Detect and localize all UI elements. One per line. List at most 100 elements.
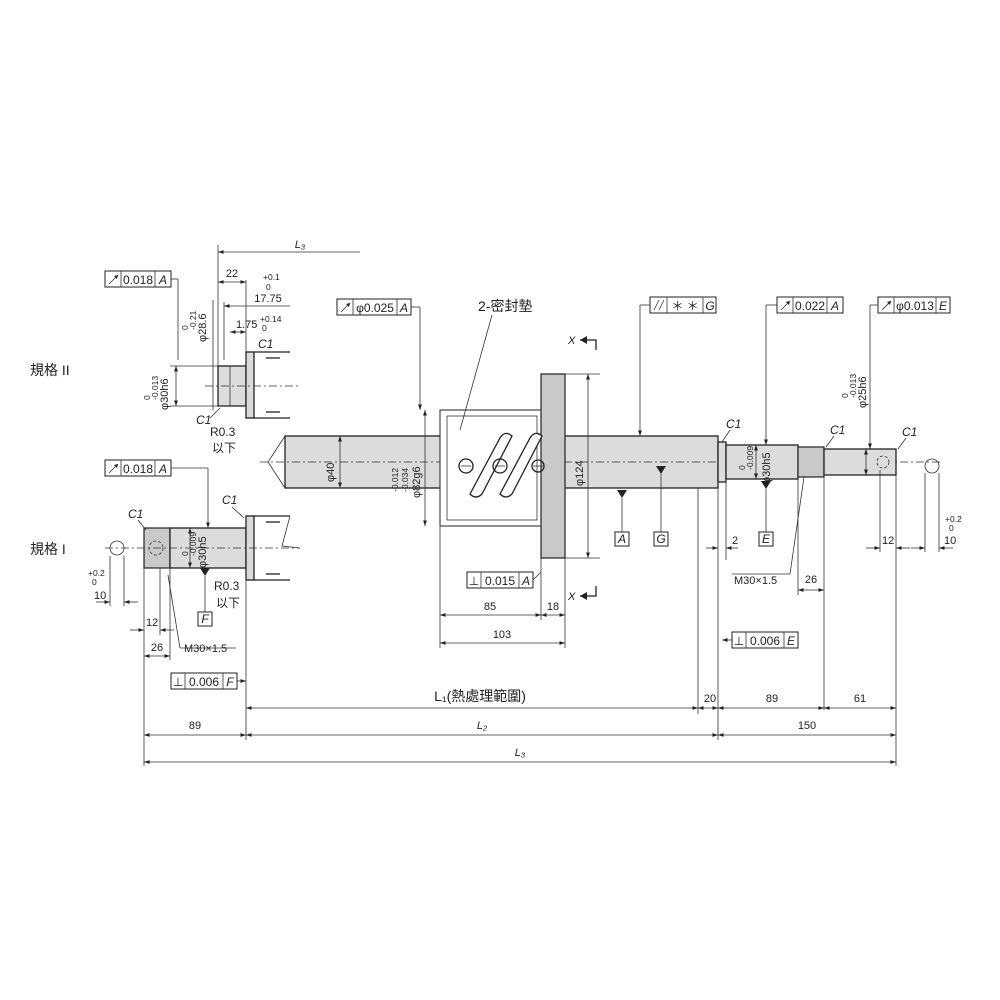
dim-17-tol-up: +0.1 <box>263 272 280 282</box>
seal-label: 2-密封墊 <box>478 298 532 314</box>
svg-text:⊥: ⊥ <box>173 675 183 689</box>
r03-spec1: R0.3 <box>214 579 240 593</box>
dim-10-up-right: +0.2 <box>945 514 962 524</box>
dim-10-up-left: +0.2 <box>88 568 105 578</box>
datum-f: F <box>201 612 209 626</box>
overall-dimensions: L₁(熱處理範圍) 20 89 61 89 L₂ 150 L₃ <box>143 488 897 766</box>
tol-t6-ref: E <box>939 299 948 313</box>
dim-26-left: 26 <box>151 642 163 654</box>
tol-t8-value: 0.006 <box>750 634 780 648</box>
tol-t4-value: ＊ ＊ <box>671 299 698 313</box>
c1-spec2-b: C1 <box>196 413 211 427</box>
dim-1-75-tol-lo: 0 <box>262 323 267 333</box>
l3-top: L₃ <box>295 239 306 251</box>
l2-label: L₂ <box>477 720 488 732</box>
tol-t3-ref: A <box>399 301 408 315</box>
dim-150: 150 <box>798 720 816 732</box>
dim-phi30h5-up-right: 0 <box>737 465 747 470</box>
dim-phi82-lo: -0.034 <box>400 468 410 492</box>
svg-text:⊥: ⊥ <box>469 574 479 588</box>
dim-1-75: 1.75 <box>236 319 257 331</box>
c1-right-b: C1 <box>830 423 845 437</box>
dim-12-right: 12 <box>882 535 894 547</box>
tol-t1-value: 0.018 <box>123 273 153 287</box>
dim-10-left: 10 <box>94 590 106 602</box>
dim-89-right: 89 <box>766 693 778 705</box>
dim-17-tol-lo: 0 <box>266 282 271 292</box>
dim-phi82-up: -0.012 <box>390 468 400 492</box>
spec1-end <box>105 515 301 581</box>
dim-26-right: 26 <box>805 574 817 586</box>
below-spec1: 以下 <box>216 596 240 610</box>
c1-spec1-b: C1 <box>222 493 237 507</box>
dim-phi30h6-lo: -0.013 <box>150 376 160 400</box>
c1-right-a: C1 <box>726 417 741 431</box>
dim-phi30h5-lo-left: -0.009 <box>188 532 198 556</box>
thread-m30-right <box>797 446 825 478</box>
dim-phi30h5-up-left: 0 <box>180 551 190 556</box>
l3-label: L₃ <box>515 747 526 759</box>
c1-spec2-a: C1 <box>258 337 273 351</box>
dim-phi28-tol-lo: -0.21 <box>188 310 198 330</box>
spec1-label: 規格 I <box>30 541 66 557</box>
dim-phi25-up: 0 <box>840 393 850 398</box>
tol-t6-value: φ0.013 <box>896 299 934 313</box>
datum-g: G <box>656 532 665 546</box>
dim-phi40: φ40 <box>325 463 337 482</box>
dim-12-left: 12 <box>146 617 158 629</box>
tol-t7-value: 0.015 <box>485 574 515 588</box>
tol-t7-ref: A <box>521 574 530 588</box>
dim-18: 18 <box>547 601 559 613</box>
tol-t2-ref: A <box>158 462 167 476</box>
dim-phi30h5-lo-right: -0.009 <box>745 446 755 470</box>
dim-89-left: 89 <box>189 720 201 732</box>
dim-61: 61 <box>854 693 866 705</box>
tol-t5-value: 0.022 <box>795 299 825 313</box>
dim-phi25h6: φ25h6 <box>857 376 869 408</box>
datum-markers: A G E F <box>197 466 774 627</box>
spec2-dimensions: L₃ 22 17.75 +0.1 0 1.75 +0.14 0 φ28.6 0 … <box>142 239 360 455</box>
tol-t9-value: 0.006 <box>189 675 219 689</box>
dim-20: 20 <box>704 693 716 705</box>
dim-phi124: φ124 <box>574 461 586 487</box>
r03-spec2: R0.3 <box>210 425 236 439</box>
tol-t9-ref: F <box>226 675 234 689</box>
m30-right: M30×1.5 <box>734 575 777 587</box>
c1-spec1-a: C1 <box>128 507 143 521</box>
nut-flange <box>540 373 566 559</box>
tol-t1-ref: A <box>158 273 167 287</box>
dim-10-right: 10 <box>944 535 956 547</box>
nut-dimensions: 2-密封墊 X X φ40 φ82g6 -0.012 -0.034 φ124 8… <box>325 298 600 648</box>
dim-phi28-6: φ28.6 <box>197 313 209 342</box>
below-spec2: 以下 <box>212 441 236 455</box>
dim-phi82g6: φ82g6 <box>411 466 423 498</box>
main-shaft <box>260 435 940 489</box>
spec1-dimensions: C1 C1 φ30h5 0 -0.009 R0.3 以下 10 +0.2 0 1… <box>88 493 245 660</box>
dim-phi30h6-up: 0 <box>142 395 152 400</box>
dim-10-lo-left: 0 <box>92 577 97 587</box>
dim-phi30h5-left: φ30h5 <box>197 536 209 568</box>
datum-e: E <box>762 532 771 546</box>
spec2-end <box>205 351 300 419</box>
svg-text:⊥: ⊥ <box>734 634 744 648</box>
tol-t5-ref: A <box>830 299 839 313</box>
x-bottom: X <box>567 591 576 603</box>
ball-nut <box>439 373 566 559</box>
dim-1-75-tol-up: +0.14 <box>260 314 282 324</box>
tol-t2-value: 0.018 <box>123 462 153 476</box>
tol-t8-ref: E <box>787 634 796 648</box>
dim-phi28-tol-up: 0 <box>180 325 190 330</box>
spec2-label: 規格 II <box>30 362 70 378</box>
right-end-dimensions: C1 C1 C1 φ30h5 0 -0.009 φ25h6 0 -0.013 2… <box>706 374 962 710</box>
dim-85: 85 <box>484 601 496 613</box>
dim-phi30h5-right: φ30h5 <box>761 452 773 484</box>
dim-2: 2 <box>732 535 738 547</box>
m30-left: M30×1.5 <box>184 643 227 655</box>
dim-phi30h6: φ30h6 <box>159 378 171 410</box>
dim-10-lo-right: 0 <box>949 523 954 533</box>
datum-a: A <box>617 532 626 546</box>
tol-t4-ref: G <box>705 299 714 313</box>
tol-t3-value: φ0.025 <box>356 301 394 315</box>
c1-right-c: C1 <box>902 425 917 439</box>
